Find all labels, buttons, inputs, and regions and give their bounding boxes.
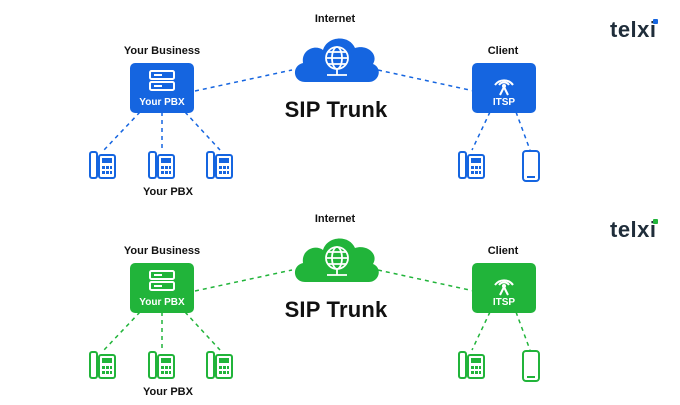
logo-accent-dot bbox=[652, 219, 658, 224]
business-label: Your Business bbox=[123, 245, 201, 257]
itsp-box-label: ITSP bbox=[492, 297, 516, 308]
desk-phone-icon bbox=[206, 351, 233, 379]
server-icon bbox=[149, 270, 175, 291]
itsp-box: ITSP bbox=[472, 263, 536, 313]
mobile-phone-icon bbox=[522, 150, 540, 182]
internet-cloud bbox=[294, 238, 379, 282]
sip-trunk-label: SIP Trunk bbox=[284, 97, 388, 122]
internet-label: Internet bbox=[314, 13, 356, 25]
telxi-logo: telxi bbox=[610, 217, 658, 242]
telxi-logo: telxi bbox=[610, 17, 658, 42]
pbx-box-label: Your PBX bbox=[139, 297, 185, 308]
internet-cloud bbox=[294, 38, 379, 82]
connection-lines bbox=[103, 69, 531, 151]
pbx-server-box: Your PBX bbox=[130, 63, 194, 113]
sip-trunk-diagram-blue: Internet Your Business Client Your PBX S… bbox=[0, 0, 680, 200]
server-icon bbox=[149, 70, 175, 91]
itsp-box: ITSP bbox=[472, 63, 536, 113]
connection-lines bbox=[103, 269, 531, 351]
sip-trunk-diagram-green: Internet Your Business Client Your PBX S… bbox=[0, 200, 680, 400]
logo-accent-dot bbox=[652, 19, 658, 24]
phones-label: Your PBX bbox=[143, 186, 193, 198]
desk-phone-icon bbox=[148, 151, 175, 179]
antenna-icon bbox=[494, 79, 514, 96]
mobile-phone-icon bbox=[522, 350, 540, 382]
desk-phone-icon bbox=[89, 351, 116, 379]
desk-phone-icon bbox=[458, 151, 485, 179]
internet-label: Internet bbox=[314, 213, 356, 225]
antenna-icon bbox=[494, 279, 514, 296]
pbx-server-box: Your PBX bbox=[130, 263, 194, 313]
itsp-box-label: ITSP bbox=[492, 97, 516, 108]
desk-phone-icon bbox=[89, 151, 116, 179]
desk-phone-icon bbox=[458, 351, 485, 379]
client-label: Client bbox=[487, 245, 519, 257]
pbx-box-label: Your PBX bbox=[139, 97, 185, 108]
globe-icon bbox=[325, 46, 349, 76]
desk-phone-icon bbox=[148, 351, 175, 379]
business-label: Your Business bbox=[123, 45, 201, 57]
sip-trunk-label: SIP Trunk bbox=[284, 297, 388, 322]
globe-icon bbox=[325, 246, 349, 276]
phones-label: Your PBX bbox=[143, 386, 193, 398]
desk-phone-icon bbox=[206, 151, 233, 179]
client-label: Client bbox=[487, 45, 519, 57]
